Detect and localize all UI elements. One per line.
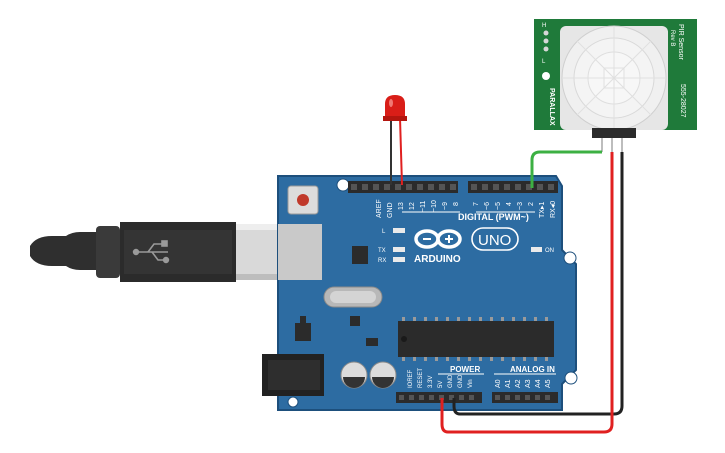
analog-header-label: ANALOG IN xyxy=(510,365,555,374)
pir-connector xyxy=(592,128,636,138)
pin-label-gnd-top: GND xyxy=(387,202,394,218)
sensor-name: PIR Sensor xyxy=(677,24,684,60)
pin-label-tx1: TX▸1 xyxy=(539,202,546,218)
power-led-label: ON xyxy=(545,248,554,254)
arduino-infinity-logo-icon xyxy=(414,229,462,249)
pin-label-reset: RESET xyxy=(418,368,424,388)
uno-label: UNO xyxy=(478,232,511,249)
pin-label-a1: A1 xyxy=(505,379,512,388)
pin-label-2: 2 xyxy=(528,202,535,206)
regulator-small xyxy=(295,323,311,341)
wire-signal-green xyxy=(530,150,602,188)
usb-receptacle xyxy=(278,224,322,280)
logo-plus-minus-icon xyxy=(423,235,453,243)
pin-label-ioref: IOREF xyxy=(408,369,414,388)
sensor-rev: Rev B xyxy=(669,30,675,46)
digital-header xyxy=(348,181,558,193)
pin-label-5: ~5 xyxy=(495,202,502,210)
pin-label-a0: A0 xyxy=(495,379,502,388)
pin-label-3v3: 3.3V xyxy=(428,376,434,388)
pin-label-gnd1: GND xyxy=(448,374,454,388)
led-label-rx: RX xyxy=(378,258,386,264)
wires xyxy=(440,150,624,434)
led-label-tx: TX xyxy=(378,248,386,254)
capacitors xyxy=(340,361,397,389)
pin-label-aref: AREF xyxy=(376,199,383,218)
pin-label-4: 4 xyxy=(506,202,513,206)
sensor-brand: PARALLAX xyxy=(548,88,555,126)
pin-label-gnd2: GND xyxy=(458,374,464,388)
smd-chip xyxy=(350,316,360,326)
arduino-board: AREF GND 13 12 ~11 ~10 ~9 8 7 ~6 ~5 4 ~3… xyxy=(262,175,578,411)
usb-symbol-icon xyxy=(132,240,170,264)
pin-label-12: 12 xyxy=(409,202,416,210)
pin-label-a3: A3 xyxy=(525,379,532,388)
pin-label-vin: Vin xyxy=(468,379,474,388)
pin-label-9: ~9 xyxy=(442,202,449,210)
jumper-label-h: H xyxy=(542,23,546,29)
crystal-oscillator xyxy=(323,286,383,308)
pin-label-a5: A5 xyxy=(545,379,552,388)
onboard-leds: L TX RX xyxy=(378,228,405,264)
wire-ground-black xyxy=(452,152,624,416)
dc-power-jack xyxy=(262,354,324,396)
pin-label-3: ~3 xyxy=(517,202,524,210)
pin-label-8: 8 xyxy=(453,202,460,206)
pin-label-10: ~10 xyxy=(431,200,438,212)
pin-label-rx0: RX◂0 xyxy=(550,201,557,218)
led-label-l: L xyxy=(382,229,386,235)
pin-label-13: 13 xyxy=(398,202,405,210)
pin-label-a2: A2 xyxy=(515,379,522,388)
pin-label-6: ~6 xyxy=(484,202,491,210)
pir-sensor: L H PARALLAX PIR Sensor Rev B 555-28027 xyxy=(534,19,697,152)
microcontroller-chip xyxy=(398,317,554,361)
uno-badge: UNO xyxy=(471,227,519,251)
pin-label-7: 7 xyxy=(473,202,480,206)
power-led xyxy=(531,247,542,252)
sensor-part: 555-28027 xyxy=(679,84,686,118)
red-led xyxy=(383,95,407,186)
wire-power-red xyxy=(440,152,614,434)
power-header xyxy=(396,392,482,403)
pin-label-11: ~11 xyxy=(420,201,427,212)
reset-button[interactable] xyxy=(287,185,319,215)
arduino-brand: ARDUINO xyxy=(414,254,461,265)
usb-chip xyxy=(352,246,368,264)
pir-dome xyxy=(560,25,668,131)
jumper-label-l: L xyxy=(542,59,546,65)
pin-label-5v: 5V xyxy=(438,381,444,388)
pin-label-a4: A4 xyxy=(535,379,542,388)
analog-header xyxy=(492,392,558,403)
digital-header-label: DIGITAL (PWM~) xyxy=(458,212,529,222)
power-header-label: POWER xyxy=(450,365,480,374)
